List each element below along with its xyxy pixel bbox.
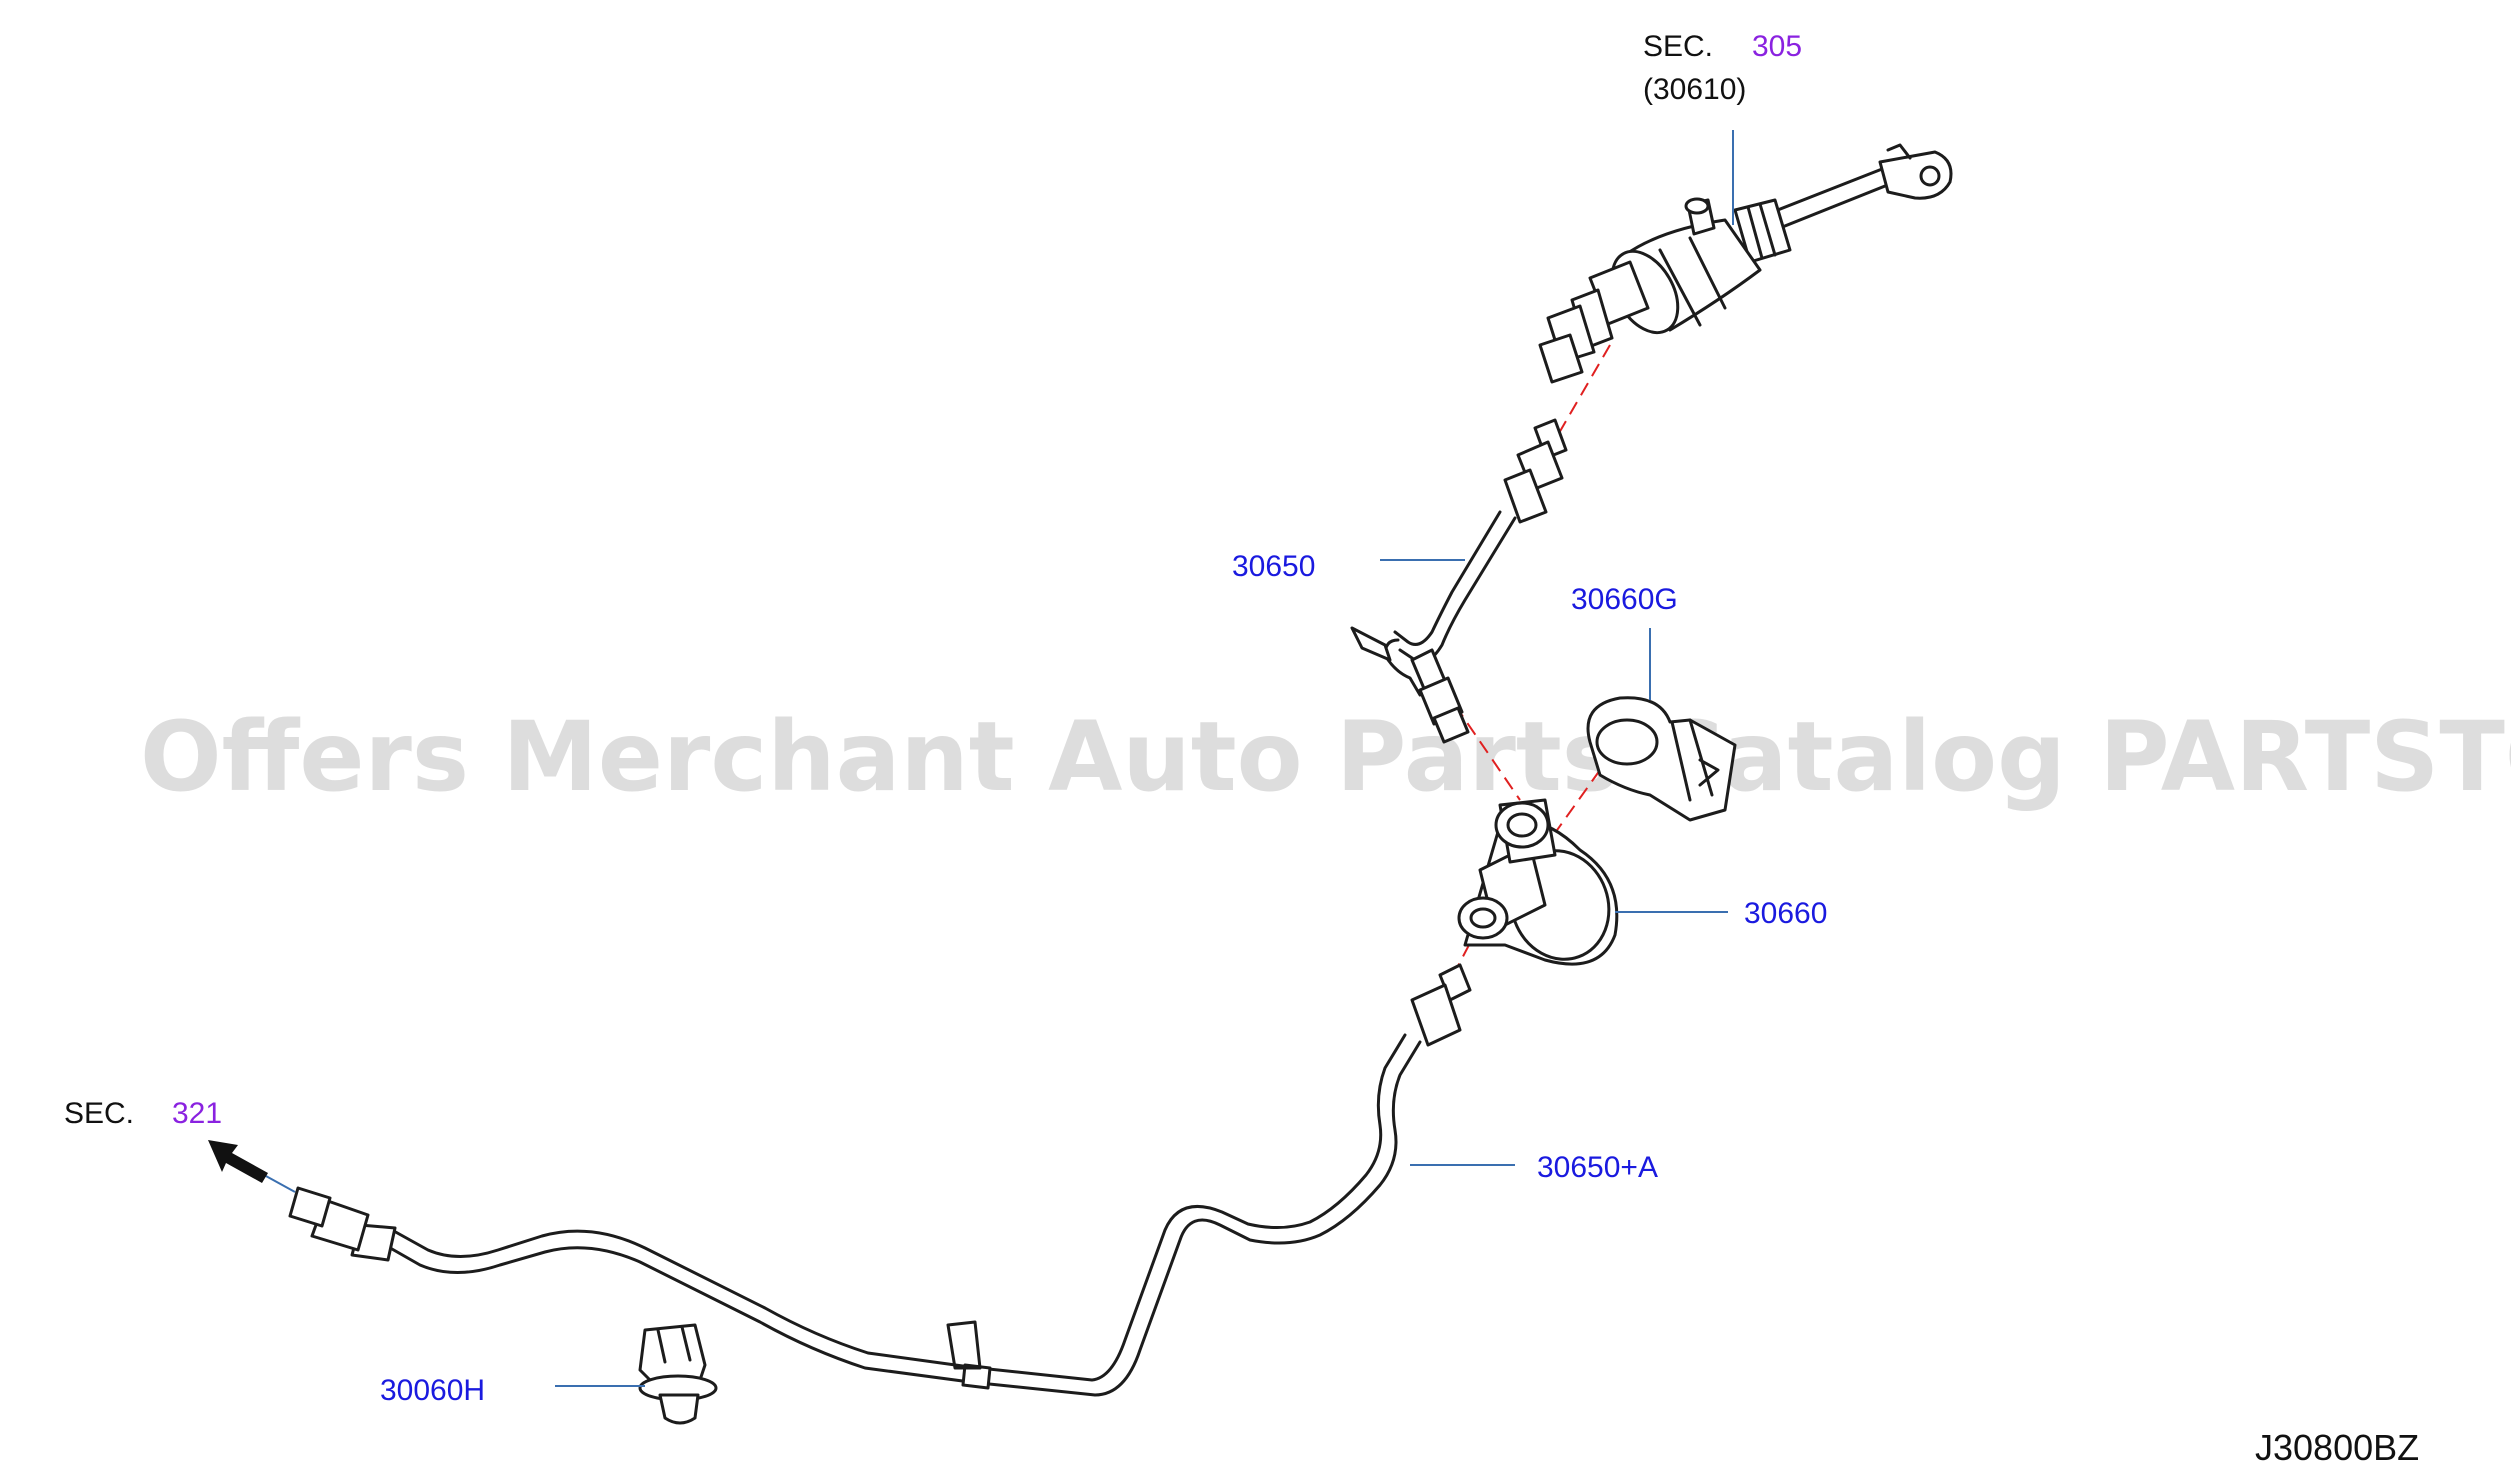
callout-30650A[interactable]: 30650+A xyxy=(1537,1151,1658,1184)
sec-305-prefix: SEC. xyxy=(1643,30,1713,63)
arrow-sec-321 xyxy=(208,1140,268,1183)
watermark: Offers Merchant Auto Parts Catalog PARTS… xyxy=(140,701,2511,813)
callout-30060H[interactable]: 30060H xyxy=(380,1374,485,1407)
drawing-code: J30800BZ xyxy=(2255,1427,2419,1468)
tube-clip xyxy=(638,1323,718,1425)
callout-30650[interactable]: 30650 xyxy=(1232,550,1315,583)
clutch-master-cylinder xyxy=(1538,143,1953,384)
centerline-clip xyxy=(1549,769,1601,841)
sec-321-prefix: SEC. xyxy=(64,1097,134,1130)
sec-305-number[interactable]: 305 xyxy=(1752,30,1802,63)
clutch-hose-upper xyxy=(1350,418,1568,744)
callout-30660G[interactable]: 30660G xyxy=(1571,583,1678,616)
callout-30660[interactable]: 30660 xyxy=(1744,897,1827,930)
sec-305-sub: (30610) xyxy=(1643,73,1746,106)
sec-321-number[interactable]: 321 xyxy=(172,1097,222,1130)
clutch-tube-lower xyxy=(288,963,1472,1397)
centerline-upper xyxy=(1554,344,1611,441)
centerline-middle xyxy=(1454,704,1521,801)
clutch-damper xyxy=(1457,798,1619,966)
hose-clip xyxy=(1586,696,1737,822)
